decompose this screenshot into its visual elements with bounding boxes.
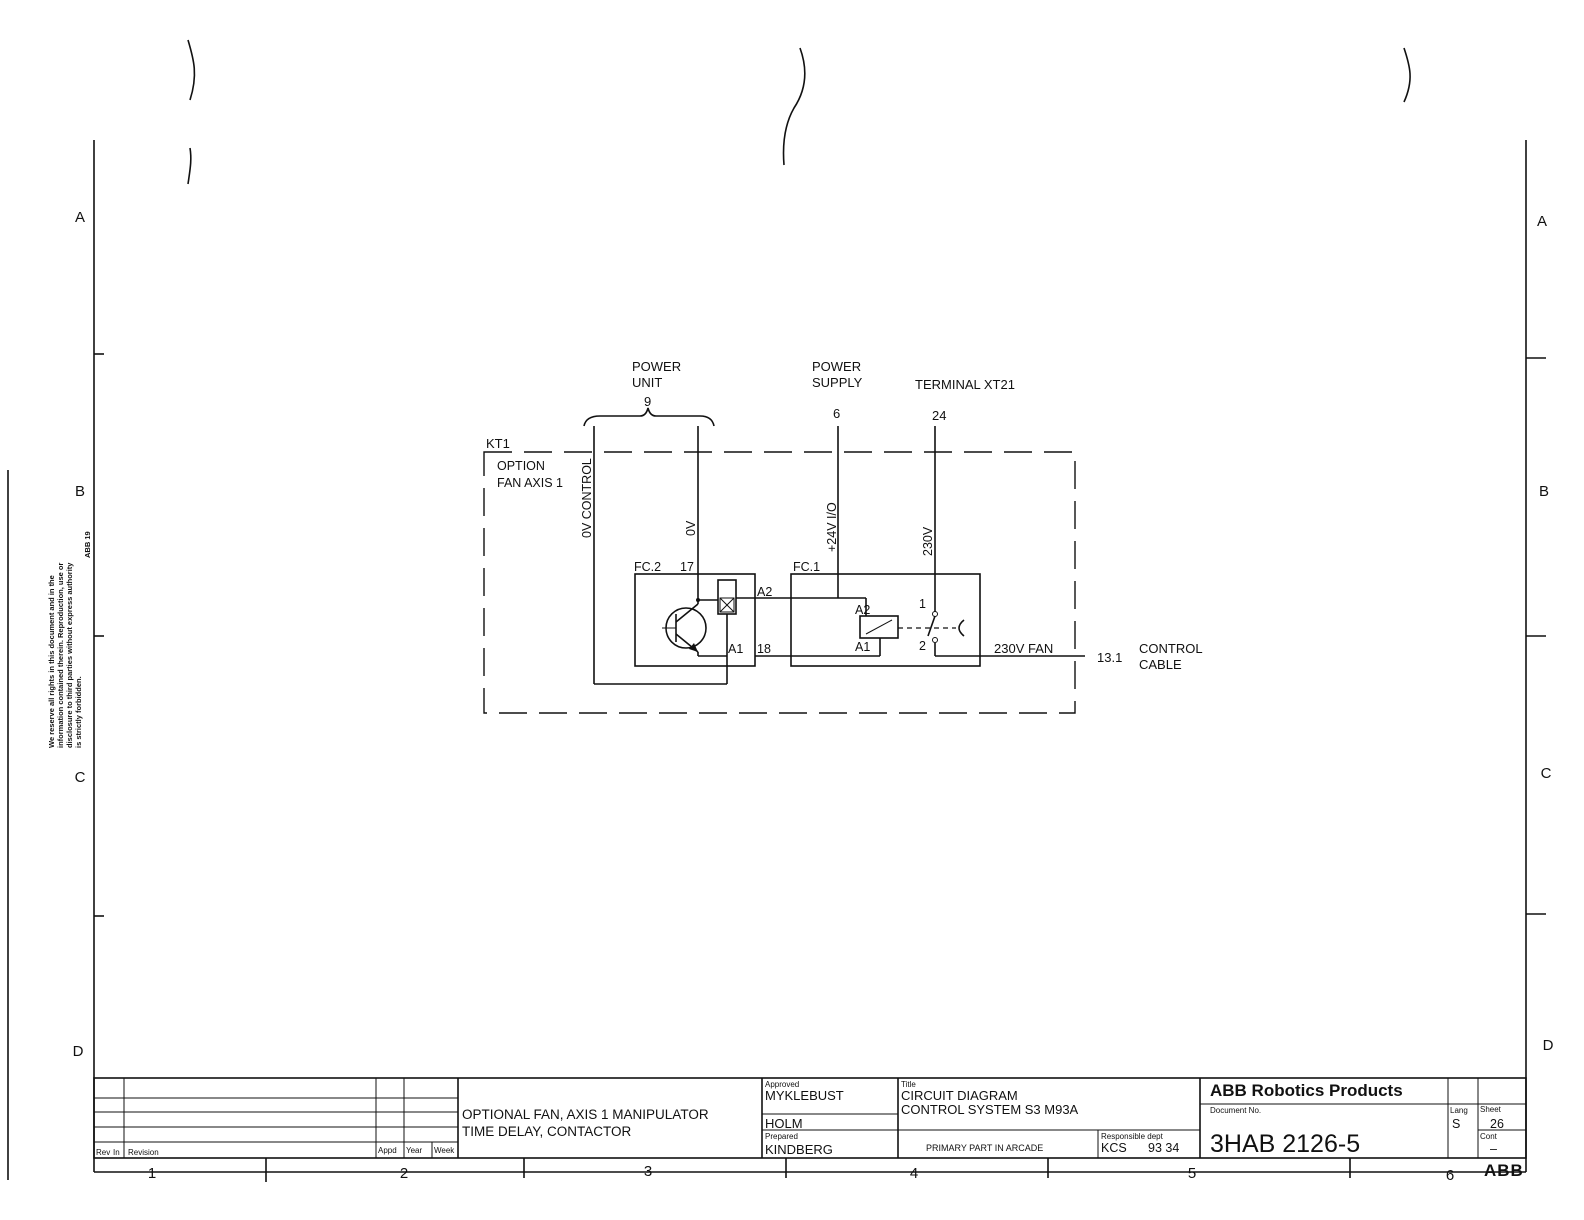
fc1-a1: A1 (855, 640, 870, 654)
week-header: Week (434, 1146, 455, 1155)
primary-part-note: PRIMARY PART IN ARCADE (926, 1143, 1043, 1153)
document-no-label: Document No. (1210, 1106, 1261, 1115)
row-label-c-right: C (1541, 765, 1552, 782)
fc2-label: FC.2 (634, 560, 661, 574)
prepared-label: Prepared (765, 1132, 798, 1141)
terminal-xt21-label: TERMINAL XT21 (915, 377, 1015, 392)
col-label-3: 3 (644, 1163, 652, 1180)
row-label-a-right: A (1537, 213, 1547, 230)
copyright-line-4: is strictly forbidden. (74, 676, 83, 748)
appd-header: Appd (378, 1146, 397, 1155)
company-name: ABB Robotics Products (1210, 1081, 1403, 1100)
copyright-line-2: information contained therein. Reproduct… (56, 562, 65, 748)
fc1-pin-1: 1 (919, 597, 926, 611)
fc2-relay-coil (717, 579, 737, 615)
cont-label: Cont (1480, 1132, 1498, 1141)
col-label-1: 1 (148, 1165, 156, 1182)
col-label-5: 5 (1188, 1165, 1196, 1182)
fc2-pin-17: 17 (680, 560, 694, 574)
fc1-box (790, 573, 981, 667)
kt1-option-line-1: OPTION (497, 459, 545, 473)
row-label-b-right: B (1539, 483, 1549, 500)
lang-value: S (1452, 1117, 1460, 1131)
responsible-dept: KCS (1101, 1141, 1127, 1155)
responsible-week: 93 34 (1148, 1141, 1179, 1155)
col-label-4: 4 (910, 1165, 918, 1182)
checked-by: HOLM (765, 1116, 803, 1131)
power-supply-label-1: POWER (812, 359, 861, 374)
title-label: Title (901, 1080, 916, 1089)
fan-reference: 13.1 (1097, 650, 1122, 665)
rev-header: Rev (96, 1148, 110, 1157)
copyright-line-3: disclosure to third parties without expr… (65, 562, 74, 748)
ind-header: In (113, 1148, 120, 1157)
sheet-frame (93, 140, 1546, 1182)
fan-output-label: 230V FAN (994, 641, 1053, 656)
fc1-coil (859, 615, 899, 639)
power-unit-label-2: UNIT (632, 375, 662, 390)
approved-label: Approved (765, 1080, 799, 1089)
title-line-2: CONTROL SYSTEM S3 M93A (901, 1102, 1079, 1117)
title-line-1: CIRCUIT DIAGRAM (901, 1088, 1018, 1103)
abb-logo: ABB (1484, 1161, 1524, 1180)
power-unit-label-1: POWER (632, 359, 681, 374)
terminal-number: 24 (932, 408, 946, 423)
fc2-a2: A2 (757, 585, 772, 599)
power-supply-terminal: 6 (833, 406, 840, 421)
kt1-box (483, 451, 1076, 714)
row-label-d-left: D (73, 1043, 84, 1060)
row-label-d-right: D (1543, 1037, 1554, 1054)
wire-label-0v: 0V (684, 520, 698, 536)
fc2-a1: A1 (728, 642, 743, 656)
prepared-by: KINDBERG (765, 1142, 833, 1157)
responsible-dept-label: Responsible dept (1101, 1132, 1164, 1141)
sheet-value: 26 (1490, 1117, 1504, 1131)
row-label-c-left: C (75, 769, 86, 786)
kt1-label: KT1 (486, 436, 510, 451)
copyright-line-1: We reserve all rights in this document a… (47, 575, 56, 748)
fc1-label: FC.1 (793, 560, 820, 574)
power-unit-brace (583, 407, 715, 427)
lang-label: Lang (1450, 1106, 1468, 1115)
fc1-pin-2: 2 (919, 639, 926, 653)
approved-by: MYKLEBUST (765, 1088, 844, 1103)
description-line-1: OPTIONAL FAN, AXIS 1 MANIPULATOR (462, 1107, 709, 1122)
circuit-diagram: POWER UNIT 9 POWER SUPPLY 6 TERMINAL XT2… (483, 359, 1203, 714)
fc2-box (634, 573, 756, 667)
row-label-a-left: A (75, 209, 85, 226)
year-header: Year (406, 1146, 423, 1155)
wire-label-230v: 230V (921, 526, 935, 556)
cont-value: – (1490, 1142, 1497, 1156)
binder-marks (7, 39, 1411, 1180)
power-unit-terminal: 9 (644, 394, 651, 409)
control-cable-line-1: CONTROL (1139, 641, 1203, 656)
control-cable-line-2: CABLE (1139, 657, 1182, 672)
row-label-b-left: B (75, 483, 85, 500)
power-supply-label-2: SUPPLY (812, 375, 863, 390)
wire-label-0v-control: 0V CONTROL (580, 458, 594, 538)
revision-header: Revision (128, 1148, 159, 1157)
col-label-6: 6 (1446, 1167, 1454, 1184)
kt1-option-line-2: FAN AXIS 1 (497, 476, 563, 490)
fc2-pin-18: 18 (757, 642, 771, 656)
title-block (93, 1077, 1527, 1159)
document-number: 3HAB 2126-5 (1210, 1130, 1360, 1158)
description-line-2: TIME DELAY, CONTACTOR (462, 1124, 632, 1139)
fc1-a2: A2 (855, 603, 870, 617)
copyright-line-5: ABB 19 (83, 531, 92, 558)
sheet-label: Sheet (1480, 1105, 1502, 1114)
fc1-switch-contact (927, 615, 936, 637)
wire-label-24v: +24V I/O (825, 502, 839, 552)
copyright-notice: We reserve all rights in this document a… (47, 531, 92, 748)
col-label-2: 2 (400, 1165, 408, 1182)
